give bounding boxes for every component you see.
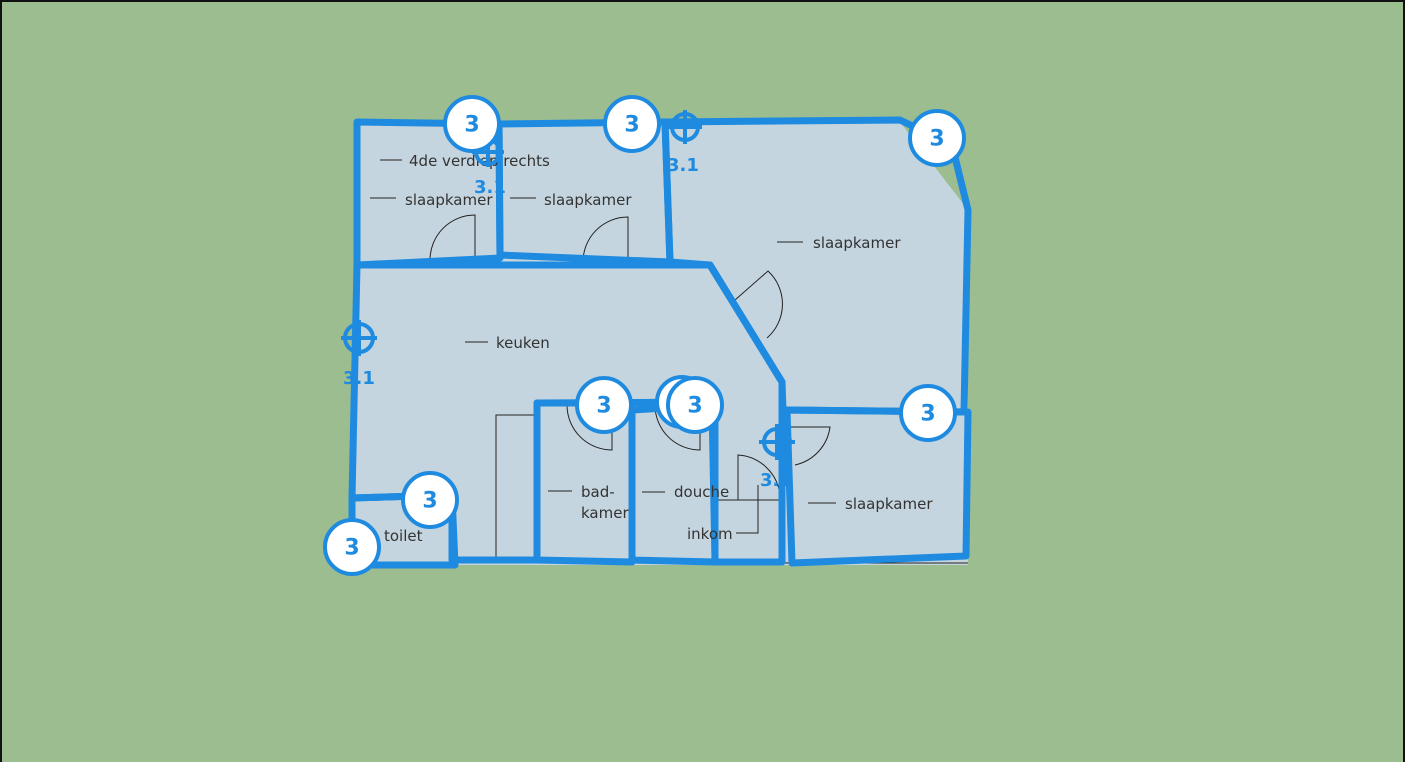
room-label-slaapkamer-1: slaapkamer [405,191,493,209]
badge-3[interactable]: 3 [908,109,966,167]
badge-6-value: 3 [687,394,702,419]
room-label-slaapkamer-2: slaapkamer [544,191,632,209]
room-label-slaapkamer-3: slaapkamer [813,234,901,252]
badge-1-value: 3 [464,113,479,138]
room-label-badkamer-2: kamer [581,504,629,522]
room-label-slaapkamer-4: slaapkamer [845,495,933,513]
badge-7-value: 3 [920,402,935,427]
badge-8[interactable]: 3 [401,471,459,529]
room-label-badkamer-1: bad- [581,483,615,501]
badge-2[interactable]: 3 [603,95,661,153]
room-label-inkom: inkom [687,525,733,543]
crosshair-label-2: 3.1 [474,177,506,198]
badge-4-value: 3 [596,394,611,419]
badge-7[interactable]: 3 [899,384,957,442]
room-label-douche: douche [674,483,729,501]
crosshair-label-4: 3.1 [760,470,792,491]
badge-9[interactable]: 3 [323,518,381,576]
floor-area [352,122,968,565]
crosshair-label-3: 3.1 [343,368,375,389]
room-label-toilet: toilet [384,527,423,545]
badge-2-value: 3 [624,113,639,138]
badge-3-value: 3 [929,127,944,152]
badge-1[interactable]: 3 [443,95,501,153]
badge-9-value: 3 [344,536,359,561]
badge-8-value: 3 [422,489,437,514]
crosshair-icon-3[interactable]: 3.1 [341,320,377,389]
crosshair-icon-1[interactable]: 3.1 [667,110,702,176]
badge-4[interactable]: 3 [575,376,633,434]
crosshair-label-1: 3.1 [667,155,699,176]
crosshair-icon-4[interactable]: 3.1 [759,424,795,491]
badge-6[interactable]: 3 [666,376,724,434]
room-label-keuken: keuken [496,334,550,352]
